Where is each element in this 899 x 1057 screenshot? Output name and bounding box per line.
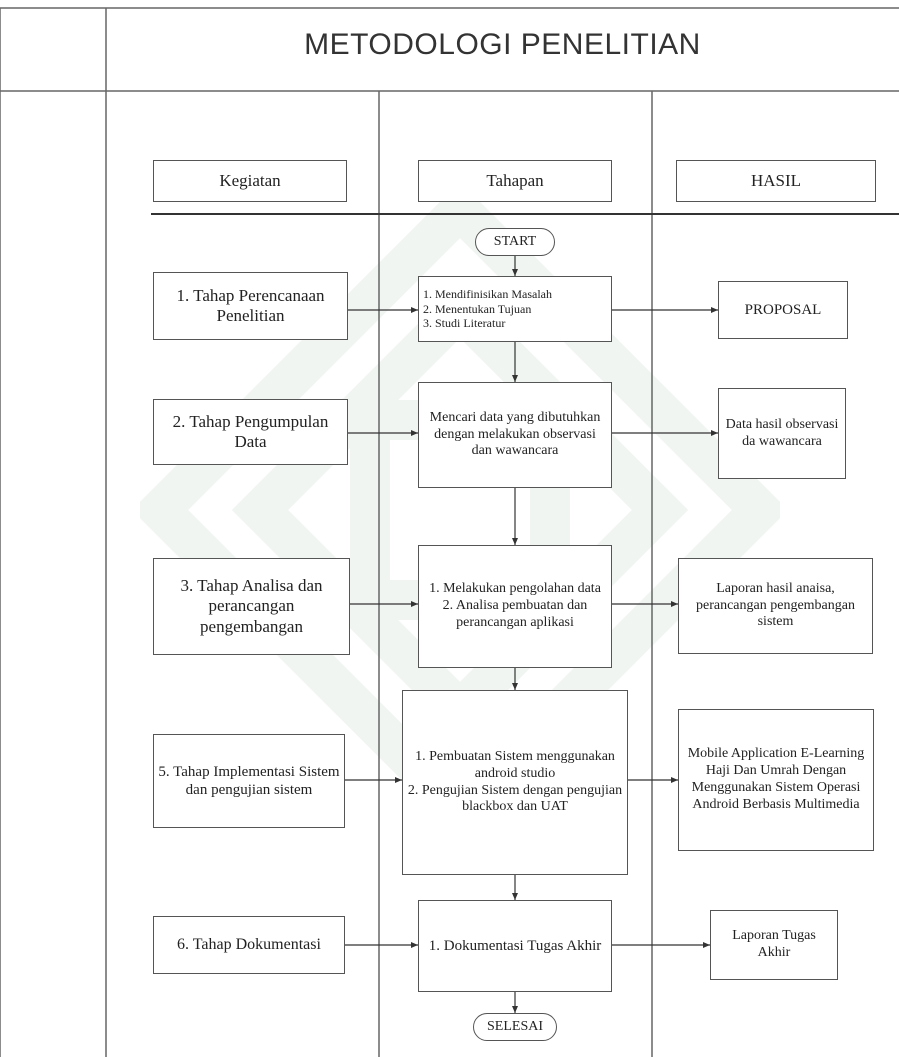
header-tahapan: Tahapan	[418, 160, 612, 202]
hasil-box-1: PROPOSAL	[718, 281, 848, 339]
tahapan-box-5: 1. Dokumentasi Tugas Akhir	[418, 900, 612, 992]
header-hasil: HASIL	[676, 160, 876, 202]
page-title: METODOLOGI PENELITIAN	[304, 28, 701, 61]
kegiatan-box-5: 6. Tahap Dokumentasi	[153, 916, 345, 974]
tahapan-box-1: 1. Mendifinisikan Masalah 2. Menentukan …	[418, 276, 612, 342]
header-kegiatan: Kegiatan	[153, 160, 347, 202]
tahapan-box-4: 1. Pembuatan Sistem menggunakan android …	[402, 690, 628, 875]
start-terminal: START	[475, 228, 555, 256]
kegiatan-box-1: 1. Tahap Perencanaan Penelitian	[153, 272, 348, 340]
kegiatan-box-4: 5. Tahap Implementasi Sistem dan penguji…	[153, 734, 345, 828]
hasil-box-5: Laporan Tugas Akhir	[710, 910, 838, 980]
end-terminal: SELESAI	[473, 1013, 557, 1041]
tahapan-box-2: Mencari data yang dibutuhkan dengan mela…	[418, 382, 612, 488]
kegiatan-box-2: 2. Tahap Pengumpulan Data	[153, 399, 348, 465]
hasil-box-4: Mobile Application E-Learning Haji Dan U…	[678, 709, 874, 851]
hasil-box-2: Data hasil observasi da wawancara	[718, 388, 846, 479]
hasil-box-3: Laporan hasil anaisa, perancangan pengem…	[678, 558, 873, 654]
kegiatan-box-3: 3. Tahap Analisa dan perancangan pengemb…	[153, 558, 350, 655]
tahapan-box-3: 1. Melakukan pengolahan data 2. Analisa …	[418, 545, 612, 668]
